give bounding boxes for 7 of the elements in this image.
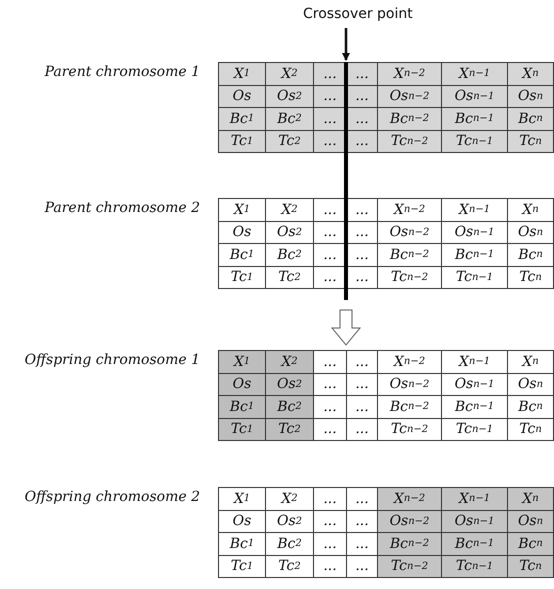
chromosome-label: Offspring chromosome 1 (24, 352, 200, 368)
crossover-label: Crossover point (303, 6, 413, 22)
gene-cell: Os (218, 372, 266, 396)
chromosome-label: Parent chromosome 2 (44, 200, 200, 216)
chromosome-label: Offspring chromosome 2 (24, 489, 200, 505)
gene-cell: Os (218, 84, 266, 108)
chromosome-label: Parent chromosome 1 (44, 64, 200, 80)
